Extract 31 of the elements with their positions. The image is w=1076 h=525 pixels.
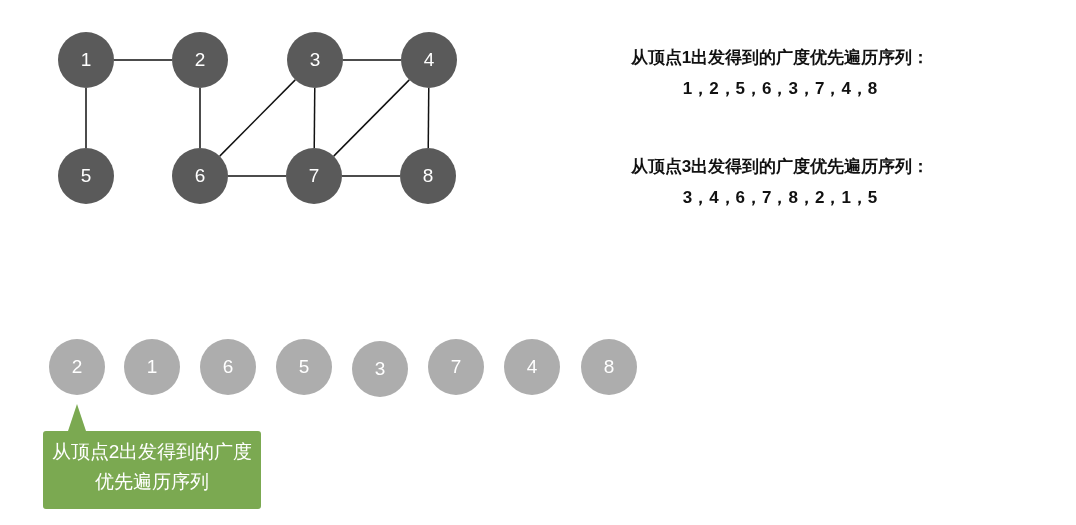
vertex-circle: 5	[276, 339, 332, 395]
vertex-circle: 6	[200, 339, 256, 395]
vertex-circle: 5	[58, 148, 114, 204]
edge-line	[218, 79, 297, 157]
edge-line	[85, 87, 87, 149]
vertex-circle: 1	[124, 339, 180, 395]
vertex-circle: 7	[428, 339, 484, 395]
vertex-circle: 1	[58, 32, 114, 88]
vertex-circle: 7	[286, 148, 342, 204]
edge-line	[427, 87, 430, 149]
vertex-circle: 4	[401, 32, 457, 88]
vertex-circle: 2	[172, 32, 228, 88]
edge-line	[332, 79, 411, 157]
caption-text: 从顶点1出发得到的广度优先遍历序列：	[630, 47, 930, 69]
caption-text: 从顶点3出发得到的广度优先遍历序列：	[630, 156, 930, 178]
edge-line	[342, 59, 402, 61]
vertex-circle: 8	[581, 339, 637, 395]
vertex-circle: 8	[400, 148, 456, 204]
vertex-circle: 2	[49, 339, 105, 395]
vertex-circle: 3	[352, 341, 408, 397]
edge-line	[199, 87, 201, 149]
edge-line	[113, 59, 173, 61]
sequence-text: 3，4，6，7，8，2，1，5	[682, 187, 878, 209]
callout-bubble: 从顶点2出发得到的广度优先遍历序列	[43, 404, 261, 509]
edge-line	[313, 87, 316, 149]
vertex-circle: 4	[504, 339, 560, 395]
vertex-circle: 6	[172, 148, 228, 204]
sequence-text: 1，2，5，6，3，7，4，8	[682, 78, 878, 100]
vertex-circle: 3	[287, 32, 343, 88]
edge-line	[341, 175, 401, 177]
edge-line	[227, 175, 287, 177]
